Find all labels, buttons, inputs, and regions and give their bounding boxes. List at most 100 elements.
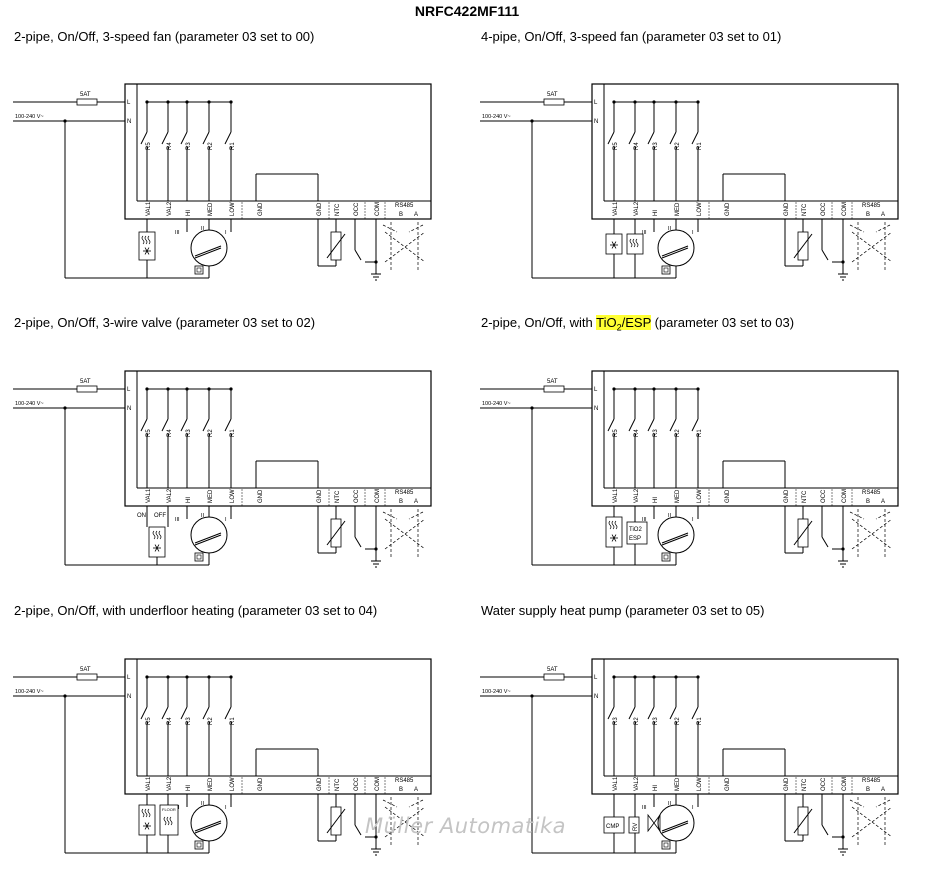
relay-contact (691, 131, 699, 145)
reversing-valve-box (628, 816, 640, 834)
terminal-L: L (127, 675, 131, 681)
terminal-N: N (127, 406, 131, 412)
heat-waves-icon (152, 530, 162, 540)
document-title: NRFC422MF111 (414, 3, 520, 19)
snowflake-icon (143, 247, 151, 255)
relay-label: R5 (613, 429, 619, 437)
rv-label: RV (633, 823, 639, 831)
terminal-label: MED (675, 202, 681, 216)
relay-label: R4 (634, 142, 640, 150)
motor-terminal-box (663, 842, 669, 848)
rs485-wiring (849, 799, 865, 808)
relay-contact (647, 706, 655, 720)
terminal-label: VAL2 (634, 776, 640, 791)
snowflake-icon (143, 822, 151, 830)
relay-label: R4 (167, 142, 173, 150)
fan-rotor (194, 820, 222, 832)
rs485-label: RS485 (395, 490, 414, 496)
controller-box (124, 658, 432, 795)
relay-contact (180, 131, 188, 145)
relay-label: R2 (208, 717, 214, 725)
fuse-label: 5AT (547, 379, 558, 385)
diagram-heading: 2-pipe, On/Off, with underfloor heating … (14, 603, 378, 618)
rs485-wiring (875, 799, 891, 808)
supply-label: 100-240 V~ (482, 689, 511, 695)
relay-contact (224, 706, 232, 720)
relay-label: R4 (167, 429, 173, 437)
heat-waves-icon (141, 235, 151, 245)
controller-box (124, 370, 432, 507)
diagram-heading: 2-pipe, On/Off, with TiO2/ESP (parameter… (481, 315, 794, 333)
highlighted-term: TiO2/ESP (596, 315, 652, 333)
terminal-label: GND (725, 777, 731, 791)
valve-symbol (647, 813, 661, 833)
terminal-label: GND (784, 777, 790, 791)
fan-rotor (661, 245, 689, 257)
rs485-a: A (881, 499, 885, 505)
snowflake-icon (610, 241, 618, 249)
relay-contact (140, 418, 148, 432)
rs485-wiring (408, 799, 424, 808)
terminal-label: COM (842, 777, 848, 791)
relay-label: R2 (634, 717, 640, 725)
heat-waves-icon (629, 238, 639, 248)
terminal-label: COM (375, 777, 381, 791)
speed-label-hi: III (642, 517, 647, 523)
terminal-label: NTC (335, 203, 341, 216)
terminal-N: N (594, 119, 598, 125)
terminal-label: HI (186, 210, 192, 216)
terminal-label: GND (725, 489, 731, 503)
terminal-label: LOW (697, 202, 703, 216)
supply-label: 100-240 V~ (15, 689, 44, 695)
terminal-label: MED (208, 777, 214, 791)
relay-label: R3 (653, 429, 659, 437)
relay-label: R3 (613, 717, 619, 725)
terminal-label: VAL2 (167, 488, 173, 503)
fan-rotor (661, 532, 689, 544)
terminal-label: HI (186, 785, 192, 791)
rs485-wiring (382, 799, 398, 808)
motor-terminal-box (661, 840, 671, 850)
fuse-label: 5AT (80, 379, 91, 385)
tio2-label: TiO2 (629, 527, 642, 533)
ntc-arrow (793, 808, 813, 834)
diagram-heading: Water supply heat pump (parameter 03 set… (481, 603, 765, 618)
relay-label: R5 (146, 717, 152, 725)
relay-contact (180, 706, 188, 720)
relay-label: R1 (230, 717, 236, 725)
switch-off-label: OFF (154, 513, 166, 519)
supply-label: 100-240 V~ (482, 114, 511, 120)
terminal-label: GND (258, 489, 264, 503)
terminal-label: HI (653, 497, 659, 503)
motor-terminal-box (194, 265, 204, 275)
relay-contact (628, 418, 636, 432)
terminal-L: L (127, 387, 131, 393)
fuse (76, 98, 98, 106)
rs485-wiring (408, 511, 424, 520)
heat-waves-icon (608, 520, 618, 530)
relay-label: R2 (208, 142, 214, 150)
terminal-label: COM (842, 202, 848, 216)
relay-label: R3 (186, 717, 192, 725)
tio2-esp-box (626, 521, 648, 545)
relay-contact (628, 706, 636, 720)
terminal-label: GND (784, 489, 790, 503)
rs485-a: A (414, 499, 418, 505)
relay-contact (691, 706, 699, 720)
fan-rotor (194, 245, 222, 257)
switch-on-label: ON (137, 513, 146, 519)
rs485-a: A (881, 212, 885, 218)
terminal-label: GND (317, 202, 323, 216)
speed-label-med: II (201, 226, 205, 232)
terminal-label: GND (317, 777, 323, 791)
fan-rotor (661, 247, 689, 259)
relay-label: R3 (653, 717, 659, 725)
relay-label: R1 (697, 429, 703, 437)
rs485-wiring (382, 511, 398, 520)
junction-dot (374, 260, 378, 264)
relay-contact (647, 418, 655, 432)
